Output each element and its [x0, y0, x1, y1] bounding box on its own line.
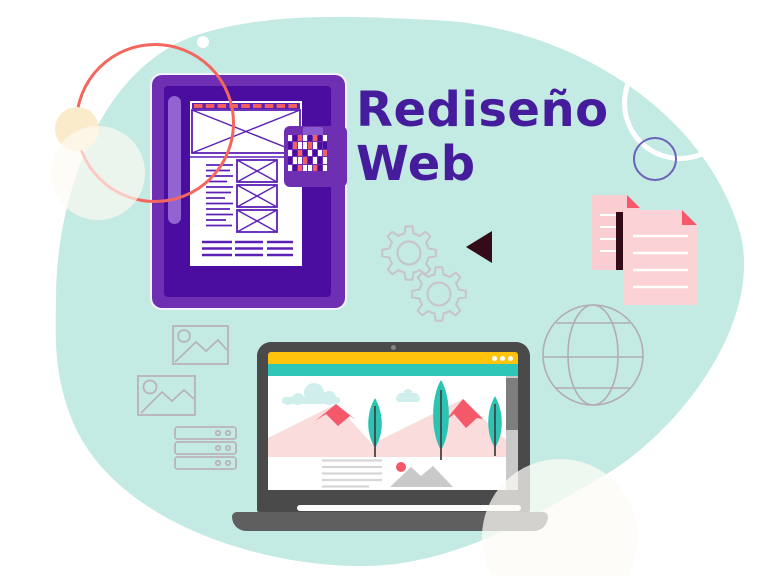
pixel-cell — [318, 142, 322, 149]
pixel-cell — [288, 157, 292, 164]
pixel-cell — [303, 164, 307, 171]
white-circle-decoration-right — [482, 459, 638, 576]
pixel-cell — [293, 135, 297, 142]
wireframe-screen — [190, 101, 302, 266]
pixel-cell — [323, 149, 327, 157]
pixel-cell — [323, 135, 327, 142]
pixel-cell — [288, 149, 292, 157]
webcam-dot — [391, 345, 396, 350]
globe-icon — [542, 304, 644, 406]
white-circle-decoration-left — [51, 126, 145, 220]
tree-icons — [368, 380, 502, 460]
pixel-cell — [308, 157, 312, 164]
pixel-cell — [298, 142, 302, 149]
browser-nav-bar — [268, 364, 518, 376]
laptop-base — [232, 512, 548, 531]
pixel-cell — [298, 164, 302, 171]
pixel-cell — [313, 135, 317, 142]
pixel-cell — [313, 157, 317, 164]
pixel-cell — [318, 149, 322, 157]
pixel-cell — [308, 149, 312, 157]
title-line-2: Web — [356, 135, 476, 192]
pixel-cell — [293, 157, 297, 164]
pixel-cell — [318, 164, 322, 171]
pixel-cell — [323, 164, 327, 171]
pixel-cell — [318, 157, 322, 164]
pixel-cell — [303, 157, 307, 164]
pixel-cell — [318, 135, 322, 142]
play-triangle-icon — [466, 231, 492, 263]
pixel-cell — [298, 157, 302, 164]
pixel-cell — [293, 164, 297, 171]
text-lines — [322, 459, 382, 488]
scrollbar-thumb[interactable] — [506, 378, 518, 430]
cloud-icon — [282, 383, 420, 405]
purple-ring-decoration — [633, 137, 677, 181]
pixel-cell — [323, 142, 327, 149]
pixel-cell — [303, 135, 307, 142]
mountain-peak-right — [444, 399, 483, 428]
title-line-1: Rediseño — [356, 82, 609, 138]
server-stack-icon — [174, 426, 237, 470]
pixel-cell — [308, 164, 312, 171]
window-dot[interactable] — [500, 356, 505, 361]
browser-title-bar — [268, 352, 518, 364]
pixel-grid-icon — [288, 135, 327, 171]
page-title: Rediseño Web — [356, 82, 609, 192]
window-controls — [492, 356, 513, 361]
pixel-cell — [298, 135, 302, 142]
landscape-illustration — [268, 380, 506, 488]
mountain-peak-left — [315, 404, 356, 426]
white-ring-decoration — [622, 45, 738, 161]
gears-icon — [381, 225, 467, 322]
browser-content — [268, 376, 518, 490]
pixel-cell — [303, 149, 307, 157]
pixel-cell — [323, 157, 327, 164]
pixel-cell — [298, 149, 302, 157]
pixel-cell — [303, 142, 307, 149]
sun-dot — [396, 462, 406, 472]
pixel-grid-tab-small — [303, 127, 323, 136]
pixel-cell — [313, 142, 317, 149]
image-placeholder-icon — [137, 325, 229, 416]
laptop-hinge — [297, 505, 521, 511]
documents-icon — [592, 195, 697, 305]
pixel-cell — [293, 142, 297, 149]
pixel-cell — [293, 149, 297, 157]
window-dot[interactable] — [508, 356, 513, 361]
pixel-cell — [288, 142, 292, 149]
white-dot-decoration — [197, 36, 209, 48]
window-dot[interactable] — [492, 356, 497, 361]
pixel-cell — [288, 164, 292, 171]
pixel-cell — [313, 149, 317, 157]
pixel-cell — [313, 164, 317, 171]
thumbnail-mountains — [390, 466, 453, 487]
pixel-cell — [308, 142, 312, 149]
pixel-cell — [288, 135, 292, 142]
pixel-cell — [308, 135, 312, 142]
